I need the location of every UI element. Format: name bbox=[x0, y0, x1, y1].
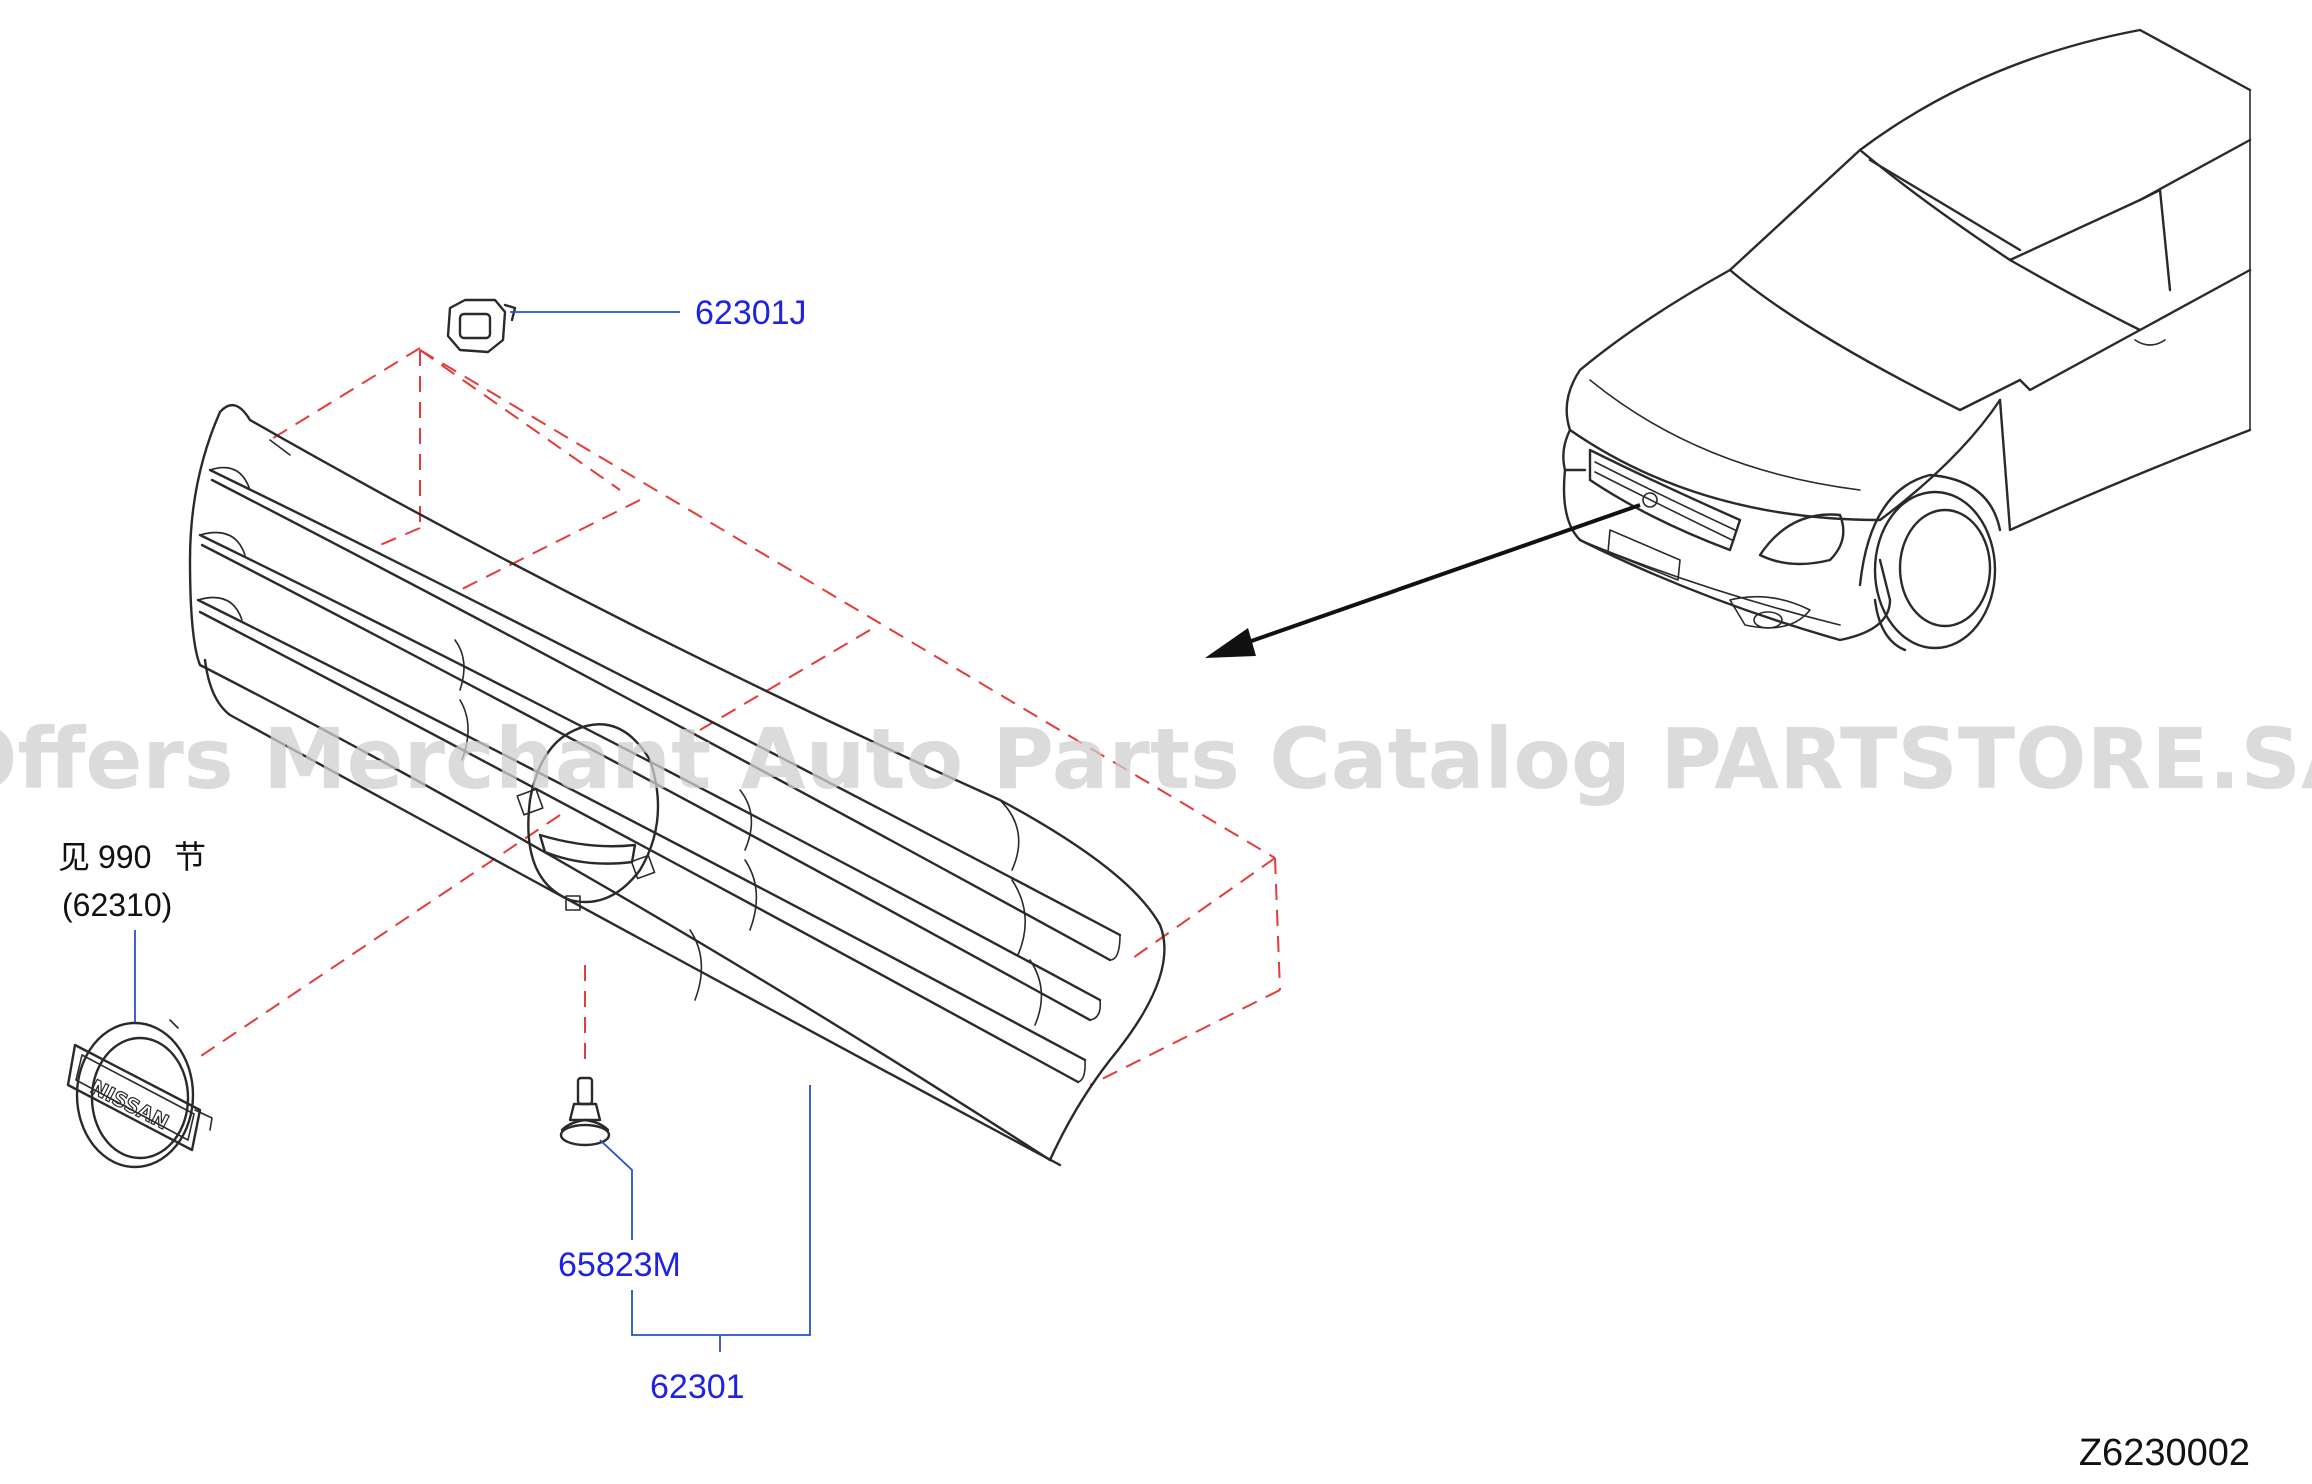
emblem-reference-suffix: 节 bbox=[174, 838, 206, 876]
callout-62301[interactable]: 62301 bbox=[650, 1368, 745, 1406]
callout-65823M[interactable]: 65823M bbox=[558, 1246, 681, 1284]
emblem-lettering: NISSAN bbox=[87, 1075, 173, 1135]
emblem-reference-section[interactable]: 990 bbox=[98, 839, 151, 875]
grille-assembly-bracket bbox=[631, 1085, 811, 1336]
emblem-part: NISSAN bbox=[66, 1019, 213, 1169]
emblem-reference-part: (62310) bbox=[62, 887, 172, 923]
retainer-clip-part bbox=[446, 298, 517, 354]
assembly-guides bbox=[194, 347, 1281, 1086]
fastener-leader bbox=[599, 1139, 633, 1240]
fastener-part bbox=[559, 1076, 611, 1147]
grille-assembly bbox=[188, 403, 1166, 1167]
pointer-arrow bbox=[1205, 503, 1641, 658]
figure-id: Z6230002 bbox=[2079, 1432, 2250, 1474]
watermark: Offers Merchant Auto Parts Catalog PARTS… bbox=[0, 710, 2312, 808]
vehicle-outline bbox=[1562, 28, 2252, 652]
emblem-reference-prefix: 见 bbox=[58, 838, 90, 876]
callout-62301J[interactable]: 62301J bbox=[695, 294, 807, 332]
